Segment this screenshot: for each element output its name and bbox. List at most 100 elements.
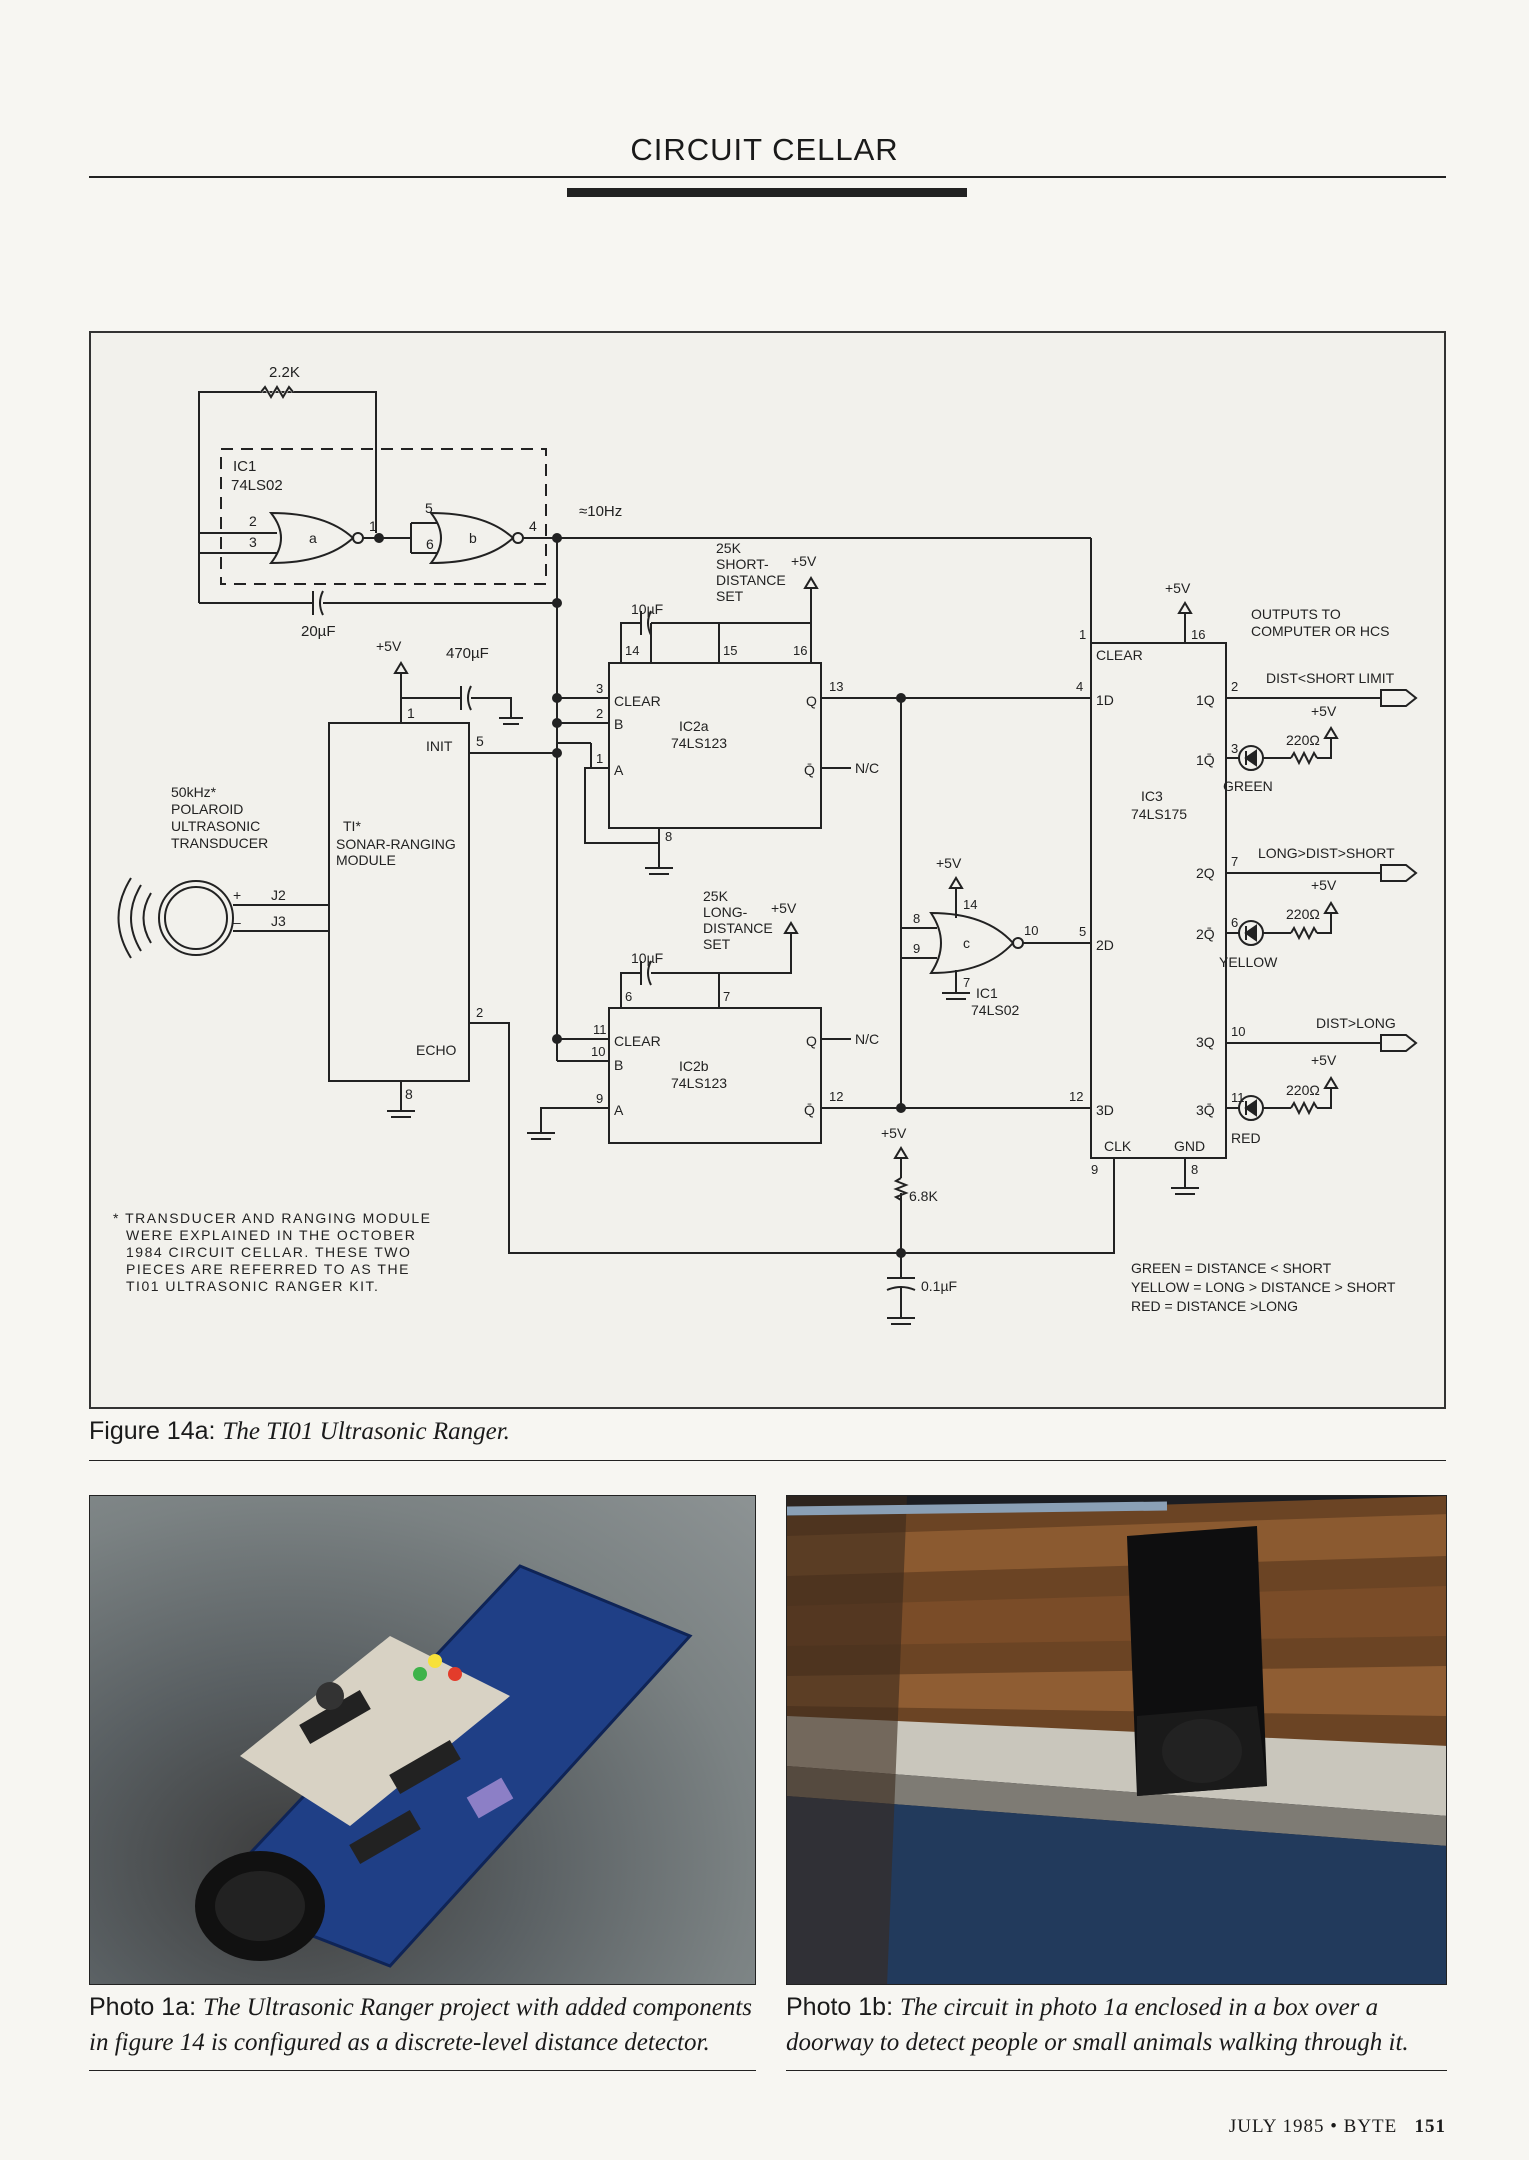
- module-pin-8: 8: [405, 1086, 413, 1102]
- led-red-label: RED: [1231, 1130, 1261, 1146]
- out1-plus5v: +5V: [1311, 703, 1337, 719]
- ic2b-nc: N/C: [855, 1031, 879, 1047]
- ic2b-plus5v: +5V: [771, 900, 797, 916]
- long-pot-3: DISTANCE: [703, 920, 773, 936]
- gate-c-ic: IC1: [976, 985, 998, 1001]
- ic2a-pin3: 3: [596, 681, 603, 696]
- caption-rule-right: [786, 2070, 1447, 2071]
- out2-plus5v: +5V: [1311, 877, 1337, 893]
- ic2b-pin11: 11: [593, 1022, 607, 1037]
- photo-1a-caption-label: Photo 1a:: [89, 1993, 197, 2021]
- page-number: 151: [1414, 2116, 1446, 2137]
- echo-pin: ECHO: [416, 1042, 457, 1058]
- transducer-line-4: TRANSDUCER: [171, 835, 268, 851]
- ic2b-pin9: 9: [596, 1091, 603, 1106]
- gate-c-pin7: 7: [963, 975, 970, 990]
- note-line-2: WERE EXPLAINED IN THE OCTOBER: [126, 1227, 416, 1243]
- res-220-2: 220Ω: [1286, 906, 1320, 922]
- ic3-pin3: 3: [1231, 741, 1238, 756]
- transducer-line-3: ULTRASONIC: [171, 818, 260, 834]
- res-2k2: 2.2K: [269, 364, 300, 381]
- transducer-line-2: POLAROID: [171, 801, 243, 817]
- cap-0-1uf: 0.1µF: [921, 1278, 957, 1294]
- gate-c-part: 74LS02: [971, 1002, 1019, 1018]
- long-pot-1: 25K: [703, 888, 729, 904]
- legend-line-2: YELLOW = LONG > DISTANCE > SHORT: [1131, 1279, 1396, 1295]
- led-green-label: GREEN: [1223, 778, 1273, 794]
- res-220-1: 220Ω: [1286, 732, 1320, 748]
- ic3-pin11: 11: [1231, 1090, 1245, 1105]
- ic2b: [608, 1007, 822, 1144]
- ic3-gnd: GND: [1174, 1138, 1205, 1154]
- ic3-3q: 3Q: [1196, 1034, 1215, 1050]
- ic2a-pin8: 8: [665, 829, 672, 844]
- ic2a-name: IC2a: [679, 718, 709, 734]
- freq-label: ≈10Hz: [579, 503, 622, 520]
- ic2a-part: 74LS123: [671, 735, 727, 751]
- footer-issue: JULY 1985 • BYTE: [1228, 2116, 1398, 2137]
- ic3-pin8: 8: [1191, 1162, 1198, 1177]
- schematic-figure: 2.2K IC1 74LS02 a 2 3 1 b 5 6 4 ≈10Hz 20…: [89, 331, 1446, 1409]
- ic2b-b: B: [614, 1057, 623, 1073]
- ic2a-qbar: Q̄: [804, 762, 815, 778]
- ic3-2q: 2Q: [1196, 865, 1215, 881]
- ic2b-qbar: Q̄: [804, 1102, 815, 1118]
- short-pot-2: SHORT-: [716, 556, 769, 572]
- j3-label: J3: [271, 913, 286, 929]
- ic3-plus5v: +5V: [1165, 580, 1191, 596]
- transducer: [158, 880, 234, 956]
- note-line-1: * TRANSDUCER AND RANGING MODULE: [113, 1210, 432, 1226]
- nor-gate-b: [428, 511, 515, 565]
- ic2b-part: 74LS123: [671, 1075, 727, 1091]
- header-rule: [89, 176, 1446, 178]
- gate-b-label: b: [469, 530, 477, 546]
- photo-1b-caption-label: Photo 1b:: [786, 1993, 894, 2021]
- pin-6: 6: [426, 536, 434, 552]
- ic3-3qbar: 3Q̄: [1196, 1102, 1215, 1118]
- ic3-clear: CLEAR: [1096, 647, 1143, 663]
- photo-1b-caption: Photo 1b: The circuit in photo 1a enclos…: [786, 1990, 1447, 2060]
- photo-1b-caption-text: The circuit in photo 1a enclosed in a bo…: [786, 1994, 1409, 2056]
- module-pin-1: 1: [407, 705, 415, 721]
- ic2a-pin14: 14: [625, 643, 639, 658]
- output-3: DIST>LONG: [1316, 1015, 1396, 1031]
- ic2a-pin1: 1: [596, 751, 603, 766]
- note-line-4: PIECES ARE REFERRED TO AS THE: [126, 1261, 410, 1277]
- ic2a-pin15: 15: [723, 643, 737, 658]
- ic2a-clear: CLEAR: [614, 693, 661, 709]
- plus5v-module: +5V: [376, 638, 402, 654]
- ic2a-a: A: [614, 762, 624, 778]
- ic2a-pin2: 2: [596, 706, 603, 721]
- outputs-line-1: OUTPUTS TO: [1251, 606, 1341, 622]
- res-220-3: 220Ω: [1286, 1082, 1320, 1098]
- ic3-2d: 2D: [1096, 937, 1114, 953]
- ic3-1d: 1D: [1096, 692, 1114, 708]
- nor-gate-c: [929, 911, 1015, 975]
- legend-line-1: GREEN = DISTANCE < SHORT: [1131, 1260, 1332, 1276]
- ic2b-pin12: 12: [829, 1089, 843, 1104]
- svg-text:+: +: [233, 887, 241, 903]
- j2-label: J2: [271, 887, 286, 903]
- short-pot-1: 25K: [716, 540, 742, 556]
- ic3: [1090, 642, 1227, 1159]
- ic3-name: IC3: [1141, 788, 1163, 804]
- ic3-pin7: 7: [1231, 854, 1238, 869]
- ic2b-name: IC2b: [679, 1058, 709, 1074]
- pin-3: 3: [249, 534, 257, 550]
- led-yellow-label: YELLOW: [1219, 954, 1278, 970]
- note-line-5: TI01 ULTRASONIC RANGER KIT.: [126, 1278, 379, 1294]
- short-pot-4: SET: [716, 588, 744, 604]
- ic2a-pin16: 16: [793, 643, 807, 658]
- module-line-3: MODULE: [336, 852, 396, 868]
- circuit-board-photo: [195, 1564, 693, 1968]
- ic2a-plus5v: +5V: [791, 553, 817, 569]
- gate-c-pin14: 14: [963, 897, 977, 912]
- ic3-2qbar: 2Q̄: [1196, 926, 1215, 942]
- output-1: DIST<SHORT LIMIT: [1266, 670, 1395, 686]
- cap-470uf: 470µF: [446, 645, 489, 662]
- photo-1a-caption-text: The Ultrasonic Ranger project with added…: [89, 1994, 752, 2056]
- circuit-diagram: 2.2K IC1 74LS02 a 2 3 1 b 5 6 4 ≈10Hz 20…: [113, 364, 1418, 1325]
- ic2b-cap: 10µF: [631, 950, 663, 966]
- caption-rule-left: [89, 2070, 756, 2071]
- gate-c-label: c: [963, 935, 970, 951]
